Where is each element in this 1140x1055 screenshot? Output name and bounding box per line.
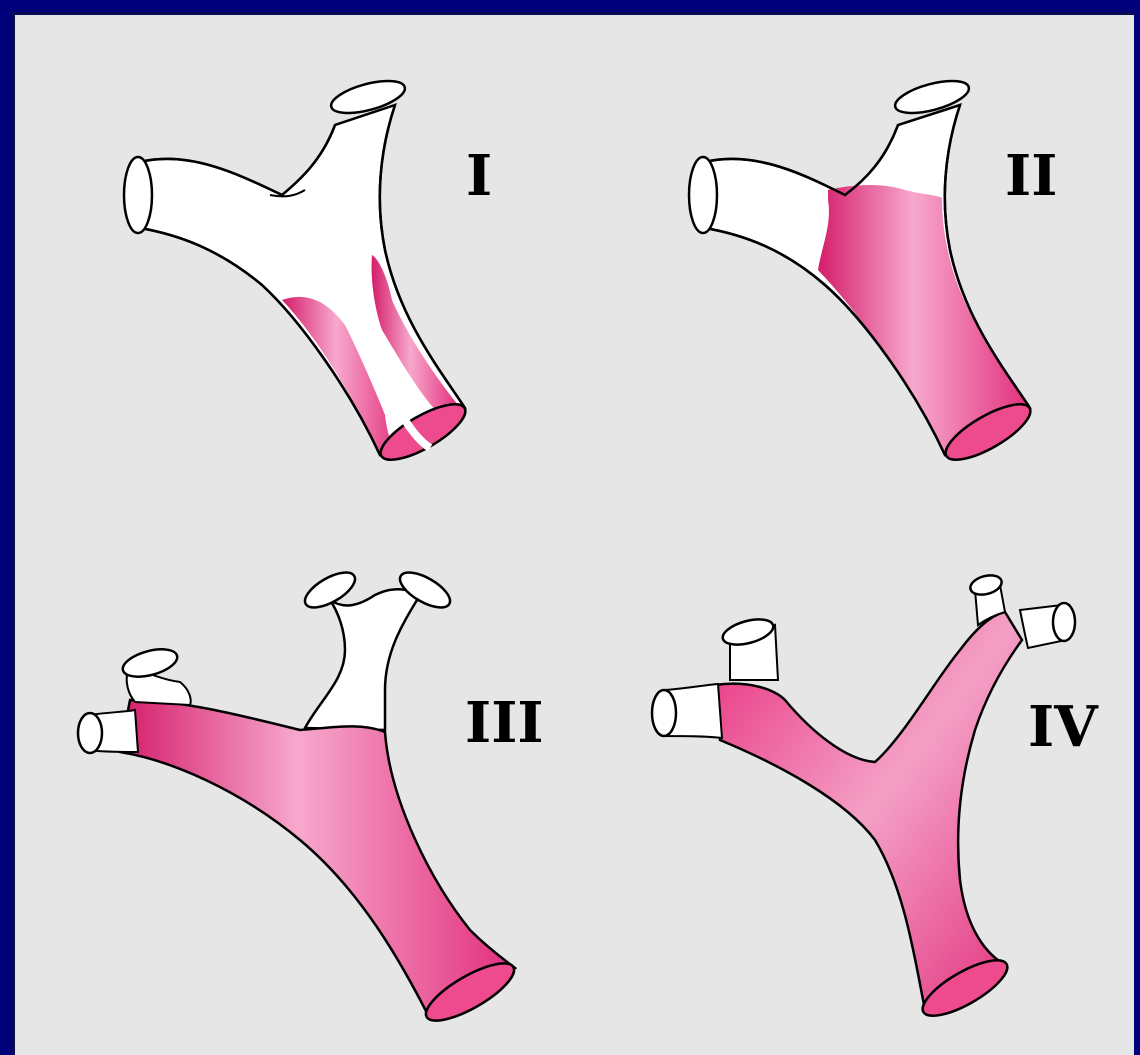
label-I: I (466, 143, 492, 209)
vessel-IV (652, 572, 1075, 1026)
vessel-III (78, 566, 521, 1031)
vessel-I (124, 75, 473, 470)
label-III: III (465, 690, 544, 756)
label-II: II (1005, 143, 1057, 209)
vessel-II (689, 75, 1038, 470)
label-IV: IV (1028, 694, 1099, 760)
